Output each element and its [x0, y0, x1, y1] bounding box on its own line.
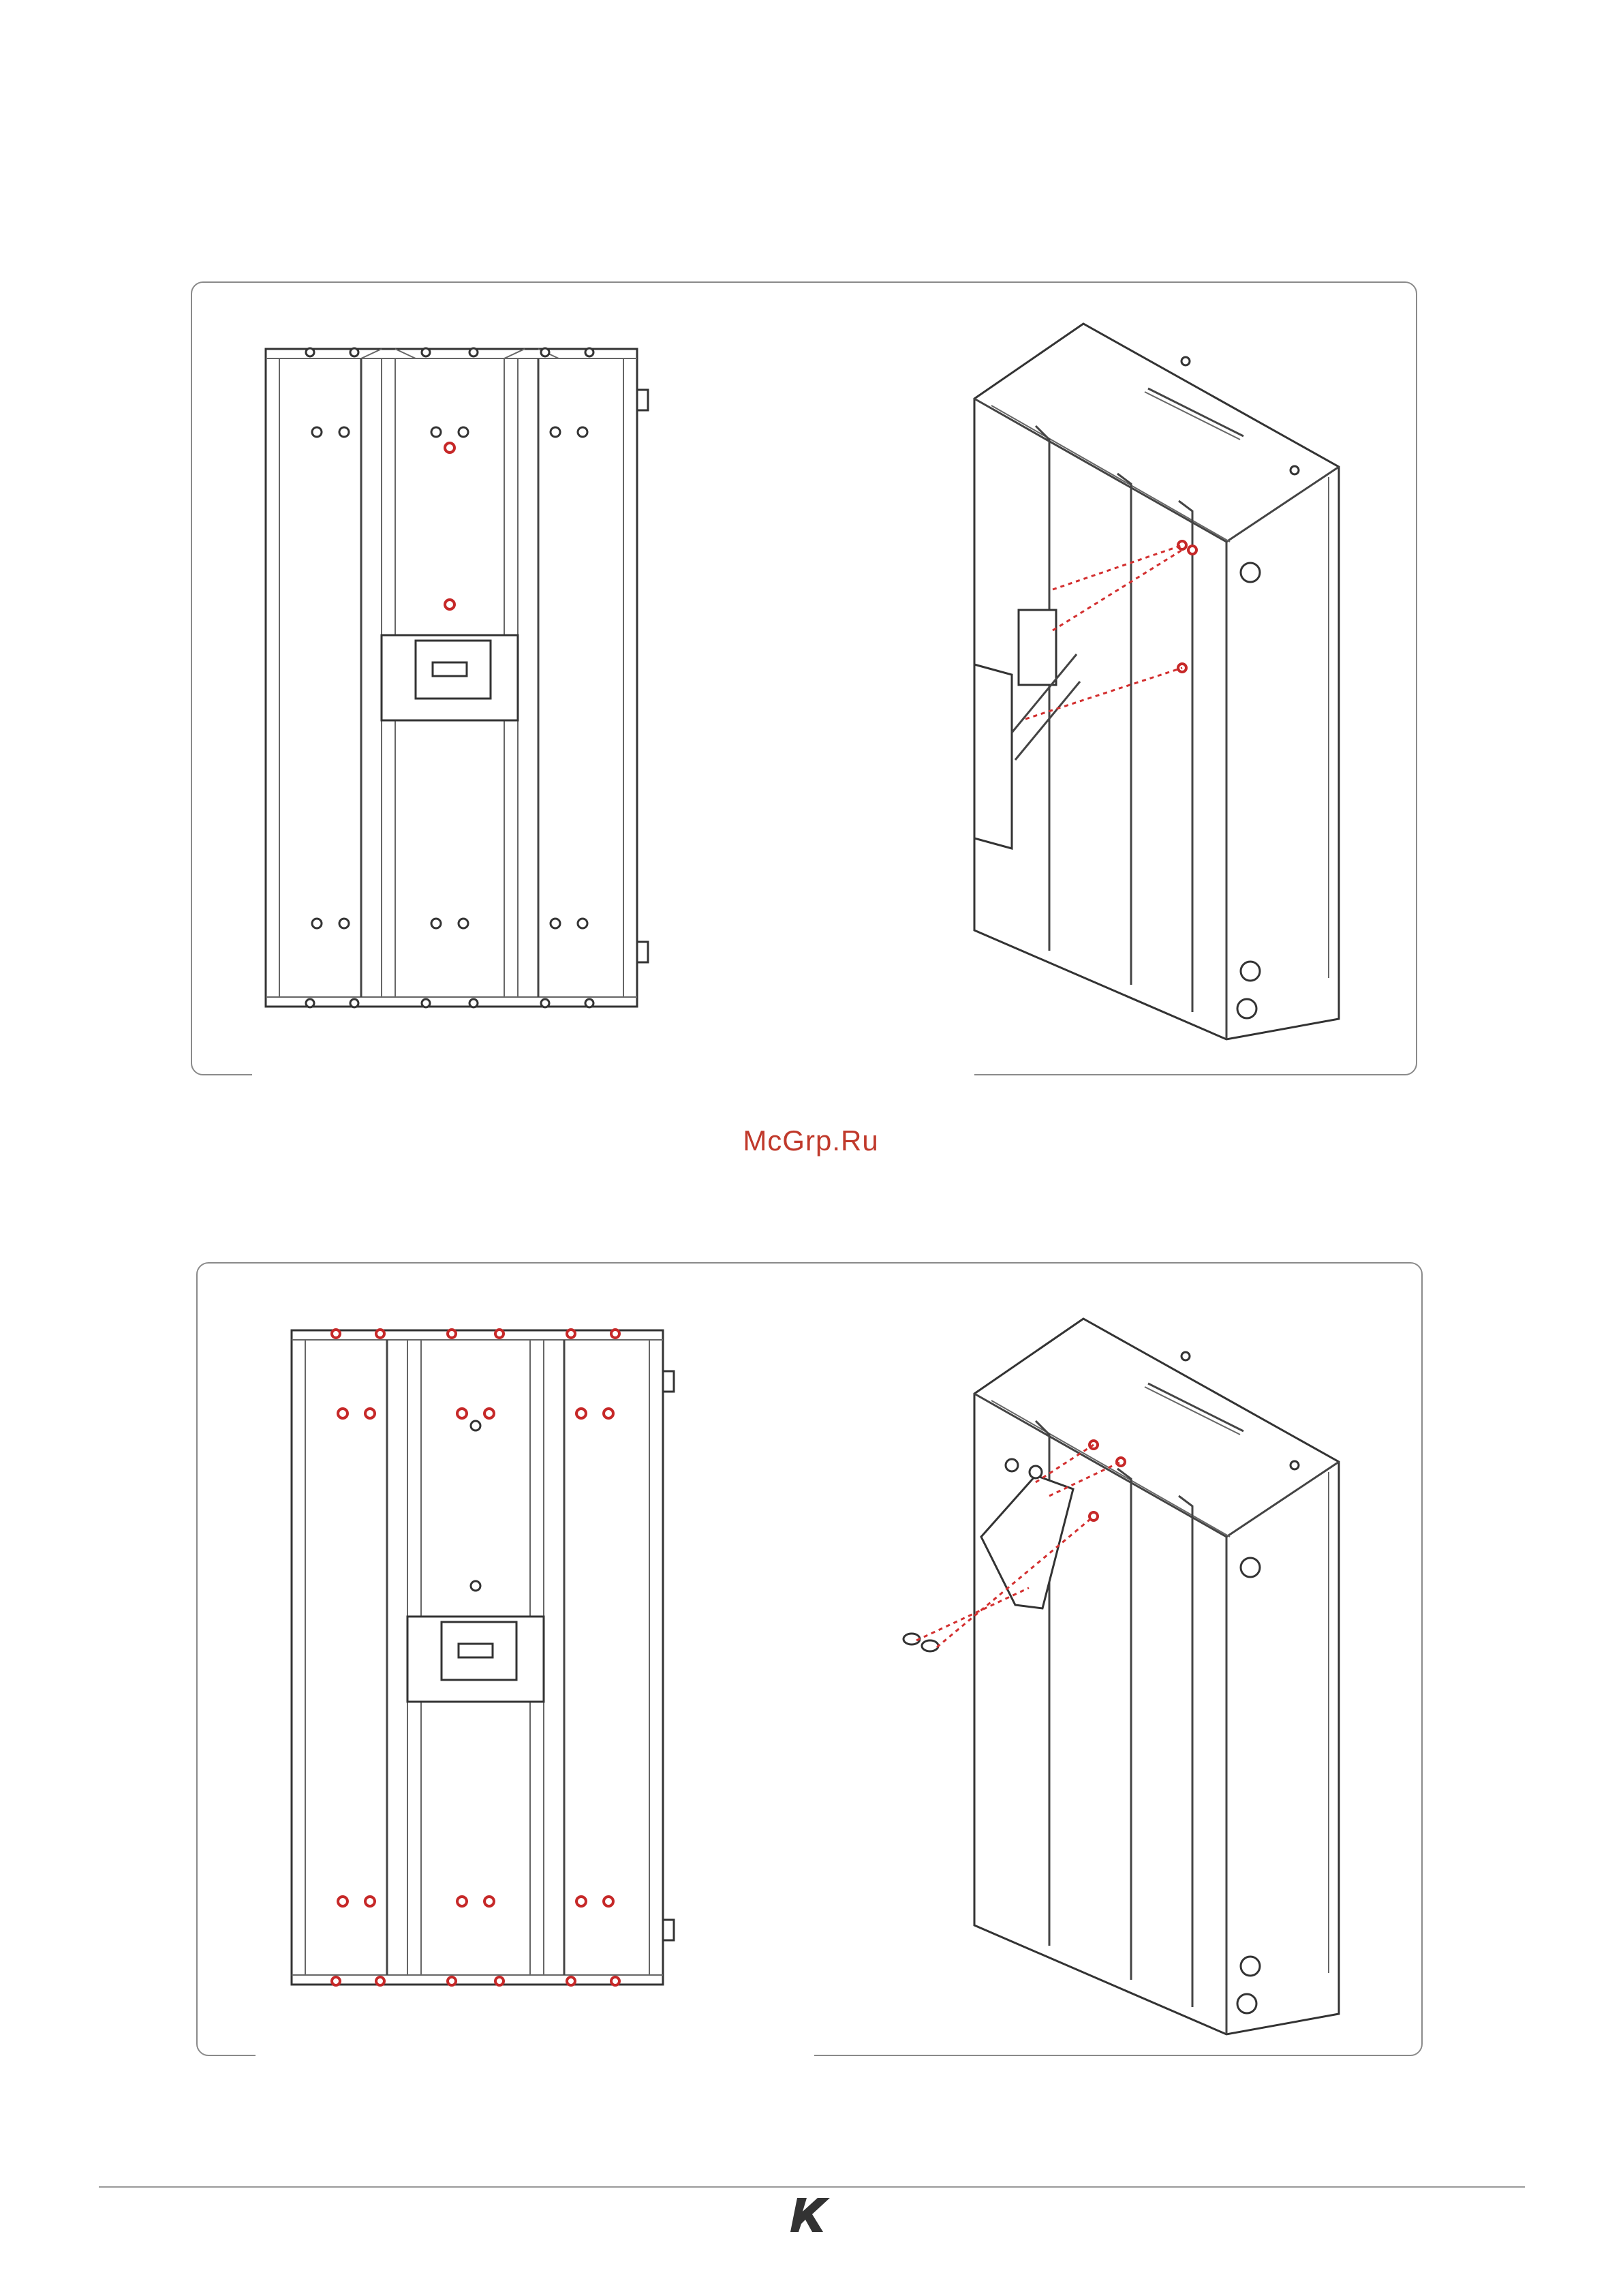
- watermark-text: McGrp.Ru: [702, 1124, 920, 1157]
- brand-k-logo-icon: [790, 2198, 831, 2232]
- footer-divider: [99, 2186, 1525, 2188]
